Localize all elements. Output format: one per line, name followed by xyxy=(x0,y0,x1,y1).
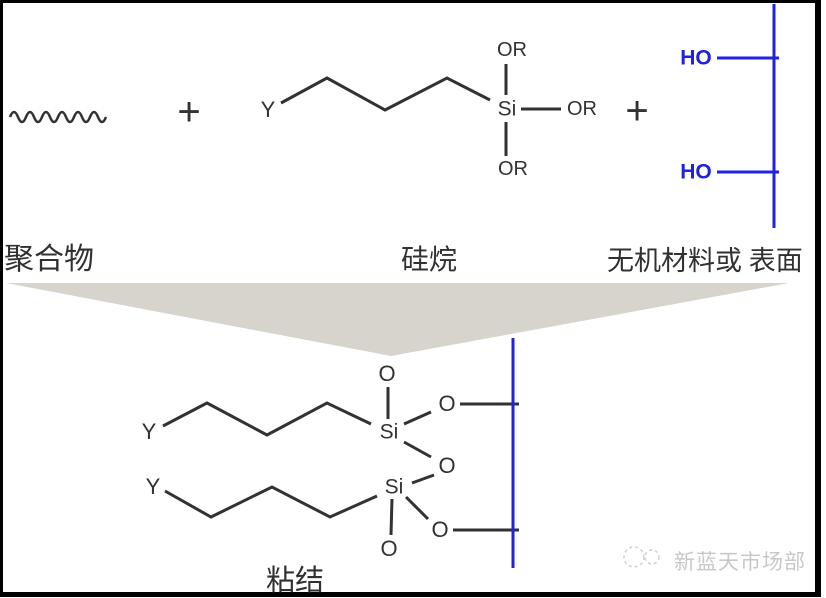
product-o-surface-bonds xyxy=(453,402,519,532)
product-chain-top-bonds xyxy=(162,401,372,437)
product-o-lower-right-label: O xyxy=(431,517,449,542)
product-o-bridge-label: O xyxy=(438,453,456,478)
surface-caption: 无机材料或 表面 xyxy=(607,246,803,276)
watermark-text: 新蓝天市场部 xyxy=(674,551,806,574)
silane-or-right-label: OR xyxy=(567,98,597,120)
product-caption: 粘结 xyxy=(266,565,325,597)
product-y-bottom-label: Y xyxy=(145,474,161,499)
product-chain-bottom-bonds xyxy=(164,485,378,519)
product-si-o-bonds xyxy=(386,387,435,536)
surface-line-top xyxy=(717,4,779,228)
plus-icon: + xyxy=(177,90,201,134)
polymer-caption: 聚合物 xyxy=(4,243,94,276)
funnel-triangle-icon xyxy=(6,283,789,356)
watermark-logo-icon xyxy=(623,546,660,568)
plus-icon: + xyxy=(625,89,649,133)
silane-si-or-bonds xyxy=(504,64,561,156)
product-o-upper-right-label: O xyxy=(438,391,456,416)
silane-si-label: Si xyxy=(497,97,517,121)
product-o-bottom-label: O xyxy=(380,536,398,561)
silane-caption: 硅烷 xyxy=(401,245,458,276)
surface-ho-top-label: HO xyxy=(680,46,712,70)
surface-ho-bottom-label: HO xyxy=(680,160,712,184)
silane-or-bottom-label: OR xyxy=(498,158,528,180)
polymer-squiggle-icon xyxy=(8,110,108,124)
product-si-top-label: Si xyxy=(379,420,399,444)
silane-chain-bonds xyxy=(280,76,491,112)
silane-y-label: Y xyxy=(260,97,276,122)
silane-or-top-label: OR xyxy=(497,39,527,61)
product-y-top-label: Y xyxy=(141,419,157,444)
product-o-top-label: O xyxy=(378,361,396,386)
product-si-bottom-label: Si xyxy=(384,475,404,499)
